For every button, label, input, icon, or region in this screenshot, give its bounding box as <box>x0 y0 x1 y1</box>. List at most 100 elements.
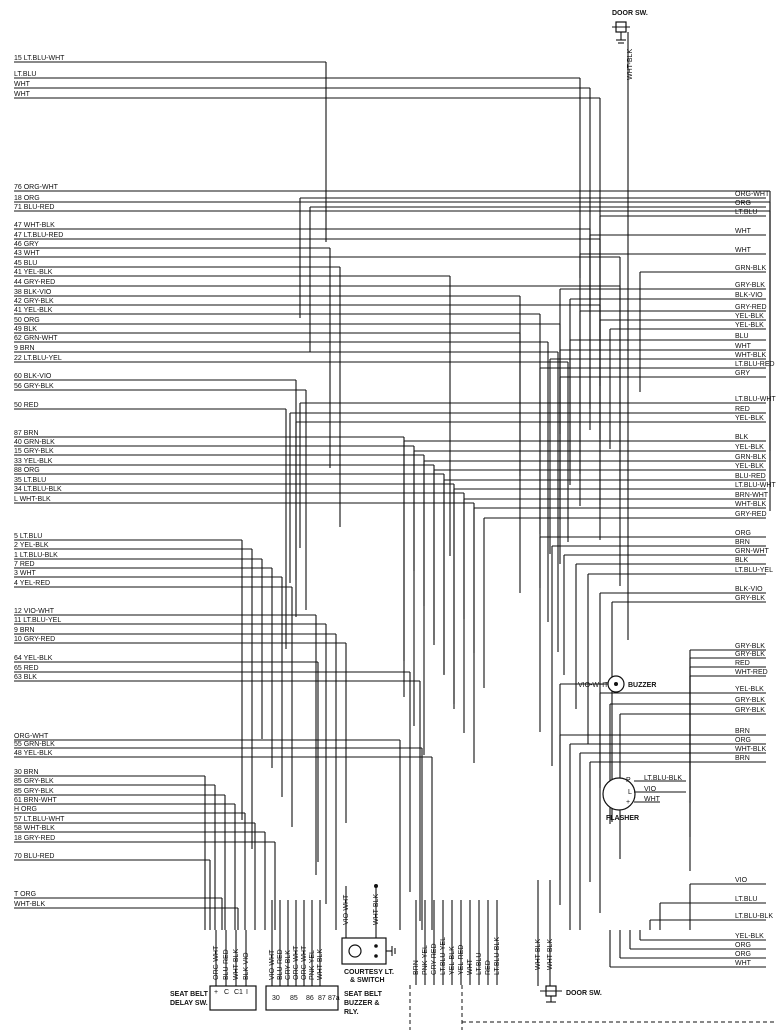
right-wire-label-6: GRY-BLK <box>735 282 765 289</box>
bundle-wire-label-3: LT.BLU-YEL <box>440 937 447 975</box>
left-wire-label-15: 42 GRY-BLK <box>14 298 54 305</box>
right-wire-label-33: BLK-VIO <box>735 586 763 593</box>
left-wire-label-25: 87 BRN <box>14 430 39 437</box>
left-wire-label-46: ORG-WHT <box>14 733 49 740</box>
delay-wire-label-2: WHT-BLK <box>233 949 240 980</box>
bundle-wire-label-7: LT.BLU <box>476 953 483 975</box>
right-wire-label-48: LT.BLU-BLK <box>735 913 773 920</box>
right-wire-label-46: VIO <box>735 877 748 884</box>
right-wire-label-7: BLK-VIO <box>735 292 763 299</box>
wire-layer <box>14 61 771 986</box>
door-switch-bottom: DOOR SW. <box>540 985 602 1003</box>
buzzer-relay-label-2: BUZZER & <box>344 1000 379 1007</box>
bundle-wire-label-9: LT.BLU-BLK <box>494 937 501 975</box>
left-wire-label-41: 9 BRN <box>14 627 35 634</box>
left-wire-label-52: 61 BRN-WHT <box>14 797 58 804</box>
bundle-wire-label-5: YEL-RED <box>458 945 465 975</box>
right-wire-label-52: WHT <box>735 960 752 967</box>
left-wire-label-11: 45 BLU <box>14 260 37 267</box>
left-wire-label-58: T ORG <box>14 891 36 898</box>
buzzer-relay-label-3: RLY. <box>344 1009 359 1016</box>
buzzer: BUZZER VIO-WHT <box>578 675 656 693</box>
left-wire-label-10: 43 WHT <box>14 250 40 257</box>
left-wire-label-37: 3 WHT <box>14 570 37 577</box>
right-wire-label-20: YEL-BLK <box>735 444 764 451</box>
left-wire-label-13: 44 GRY-RED <box>14 279 55 286</box>
harness-boundary <box>409 985 776 1030</box>
door-bottom-wire-label-1: WHT-BLK <box>547 939 554 970</box>
courtesy-label-1: COURTESY LT. <box>344 969 394 976</box>
right-wire-label-51: ORG <box>735 951 751 958</box>
flasher-pin-plus: + <box>626 799 630 806</box>
left-wire-label-1: LT.BLU <box>14 71 36 78</box>
right-wire-label-25: BRN-WHT <box>735 492 769 499</box>
courtesy-label-2: & SWITCH <box>350 977 385 984</box>
door-switch-top-label: DOOR SW. <box>612 10 648 17</box>
right-wire-label-21: GRN-BLK <box>735 454 766 461</box>
left-wire-label-5: 18 ORG <box>14 195 40 202</box>
courtesy-wire-label-1: WHT-BLK <box>373 894 380 925</box>
left-wire-label-36: 7 RED <box>14 561 35 568</box>
right-wire-label-45: BRN <box>735 755 750 762</box>
left-wire-label-48: 48 YEL-BLK <box>14 750 53 757</box>
rly-pin-30: 30 <box>272 995 280 1002</box>
left-wire-label-20: 9 BRN <box>14 345 35 352</box>
delay-switch-label-2: DELAY SW. <box>170 1000 208 1007</box>
courtesy-splice <box>374 884 378 888</box>
left-wire-label-31: 34 LT.BLU-BLK <box>14 486 62 493</box>
left-wire-label-47: 55 GRN-BLK <box>14 741 55 748</box>
bundle-wire-label-0: BRN <box>413 960 420 975</box>
right-wire-label-34: GRY-BLK <box>735 595 765 602</box>
right-wire-label-18: YEL-BLK <box>735 415 764 422</box>
buzzer-relay-label-1: SEAT BELT <box>344 991 383 998</box>
left-wire-label-19: 62 GRN-WHT <box>14 335 58 342</box>
right-wire-label-41: GRY-BLK <box>735 707 765 714</box>
rly-pin-85: 85 <box>290 995 298 1002</box>
rly-pin-86: 86 <box>306 995 314 1002</box>
right-wire-label-43: ORG <box>735 737 751 744</box>
relay-wire-label-2: GRY-BLK <box>285 950 292 980</box>
bundle-wire-label-2: GRY-RED <box>431 943 438 975</box>
relay-wire-label-5: PNK-YEL <box>309 950 316 980</box>
right-wire-label-3: WHT <box>735 228 752 235</box>
right-wire-label-4: WHT <box>735 247 752 254</box>
left-wire-label-22: 60 BLK-VIO <box>14 373 52 380</box>
left-wire-label-16: 41 YEL-BLK <box>14 307 53 314</box>
flasher: FLASHER P L + LT.BLU-BLK VIO WHT <box>602 775 686 822</box>
left-wire-label-6: 71 BLU-RED <box>14 204 54 211</box>
right-wire-label-50: ORG <box>735 942 751 949</box>
right-wire-label-44: WHT-BLK <box>735 746 766 753</box>
left-wire-label-4: 76 ORG-WHT <box>14 184 59 191</box>
left-wire-label-56: 18 GRY-RED <box>14 835 55 842</box>
delay-wire-label-3: BLK-VIO <box>243 952 250 980</box>
left-wire-label-34: 2 YEL-BLK <box>14 542 49 549</box>
right-wire-label-38: WHT-RED <box>735 669 768 676</box>
left-wire-label-45: 63 BLK <box>14 674 37 681</box>
left-wire-label-12: 41 YEL-BLK <box>14 269 53 276</box>
flasher-label: FLASHER <box>606 815 639 822</box>
flasher-pin-p: P <box>626 777 631 784</box>
relay-wire-label-1: BLU-RED <box>277 949 284 980</box>
left-wire-label-40: 11 LT.BLU-YEL <box>14 617 61 624</box>
delay-wire-label-1: BLU-RED <box>223 949 230 980</box>
left-wire-label-29: 88 ORG <box>14 467 40 474</box>
right-wire-label-14: LT.BLU-RED <box>735 361 775 368</box>
right-wire-label-5: GRN-BLK <box>735 265 766 272</box>
left-wire-label-57: 70 BLU-RED <box>14 853 54 860</box>
right-wire-label-22: YEL-BLK <box>735 463 764 470</box>
right-wire-label-40: GRY-BLK <box>735 697 765 704</box>
right-wire-label-11: BLU <box>735 333 749 340</box>
right-wire-label-2: LT.BLU <box>735 209 757 216</box>
bundle-wire-label-8: RED <box>485 960 492 975</box>
right-wire-label-8: GRY-RED <box>735 304 767 311</box>
door-switch-top: DOOR SW. WHT-BLK <box>612 10 648 640</box>
rly-pin-87: 87 <box>318 995 326 1002</box>
left-wire-label-54: 57 LT.BLU-WHT <box>14 816 65 823</box>
left-wire-label-7: 47 WHT-BLK <box>14 222 55 229</box>
right-wire-label-9: YEL-BLK <box>735 313 764 320</box>
left-wire-label-26: 40 GRN-BLK <box>14 439 55 446</box>
right-wire-label-15: GRY <box>735 370 750 377</box>
right-wire-label-16: LT.BLU-WHT <box>735 396 776 403</box>
left-wire-label-32: L WHT-BLK <box>14 496 51 503</box>
